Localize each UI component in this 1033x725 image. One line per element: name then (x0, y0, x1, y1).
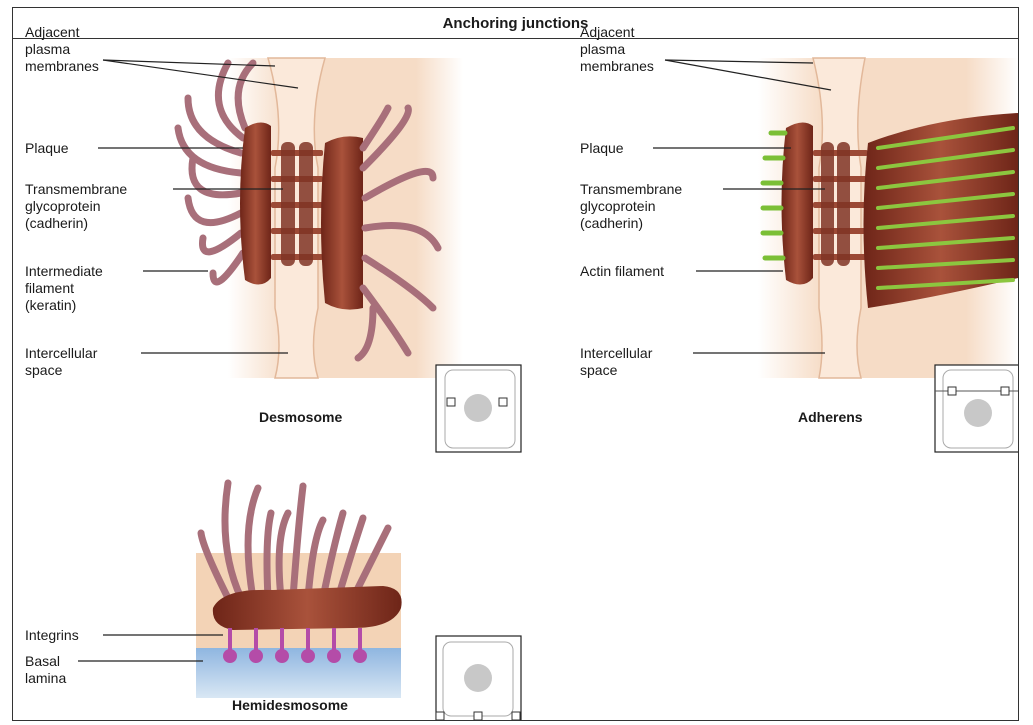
desmosome-label-plaque: Plaque (25, 140, 69, 157)
hemidesmosome-label-lamina: Basal lamina (25, 653, 66, 687)
desmosome-label-filament: Intermediate filament (keratin) (25, 263, 103, 314)
adherens-label-membranes: Adjacent plasma membranes (580, 24, 654, 75)
adherens-inset (935, 365, 1019, 452)
desmosome-label-space: Intercellular space (25, 345, 97, 379)
hemidesmosome-caption: Hemidesmosome (232, 697, 348, 713)
adherens-label-plaque: Plaque (580, 140, 624, 157)
adherens-caption: Adherens (798, 409, 863, 425)
desmosome-inset (436, 365, 521, 452)
desmosome-plaque-right (321, 136, 363, 309)
adherens-label-filament: Actin filament (580, 263, 664, 280)
hemidesmosome-plaque (213, 586, 402, 630)
hemidesmosome-inset (436, 636, 521, 721)
diagram-art (13, 8, 1019, 721)
adherens-plaque-left (782, 122, 814, 284)
hemidesmosome-label-integrins: Integrins (25, 627, 79, 644)
adherens-illustration (758, 58, 1018, 378)
adherens-plaque-right (864, 113, 1019, 308)
figure-frame: Anchoring junctions (12, 7, 1019, 721)
desmosome-illustration (178, 58, 463, 378)
desmosome-label-glycoprotein: Transmembrane glycoprotein (cadherin) (25, 181, 127, 232)
desmosome-caption: Desmosome (259, 409, 342, 425)
hemidesmosome-illustration (196, 483, 402, 698)
adherens-label-glycoprotein: Transmembrane glycoprotein (cadherin) (580, 181, 682, 232)
adherens-label-space: Intercellular space (580, 345, 652, 379)
desmosome-label-membranes: Adjacent plasma membranes (25, 24, 99, 75)
desmosome-plaque-left (240, 122, 271, 284)
